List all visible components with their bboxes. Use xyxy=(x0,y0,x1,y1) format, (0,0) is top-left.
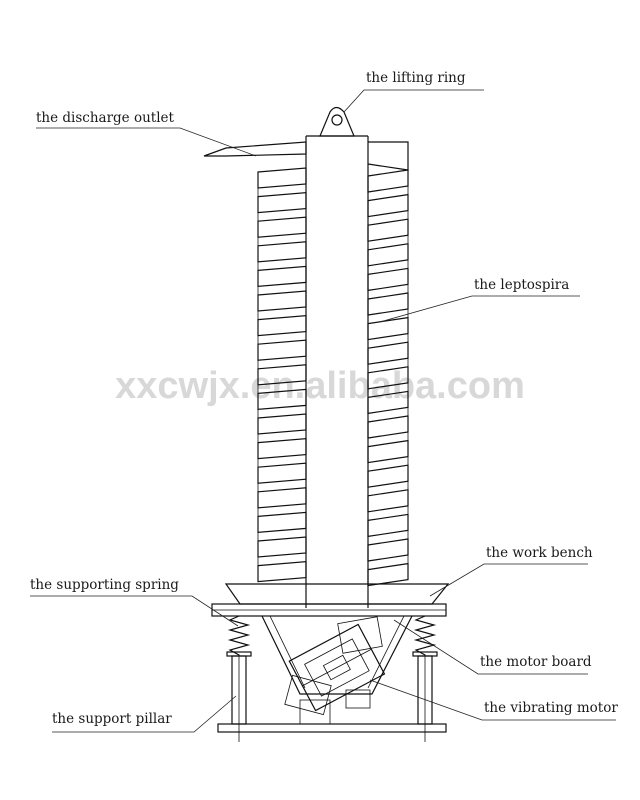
lifting-ring xyxy=(319,106,355,137)
spiral-left-band xyxy=(257,388,307,411)
spiral-left-band xyxy=(257,314,307,337)
spiral-left-band xyxy=(257,536,307,558)
label-support-pillar: the support pillar xyxy=(52,695,237,733)
spiral-left-band xyxy=(257,462,307,484)
spiral-left-band xyxy=(257,290,307,312)
spiral-left-band xyxy=(257,364,307,386)
spiral-left-band xyxy=(257,167,307,189)
label-motor-board-text: the motor board xyxy=(480,654,592,670)
spiral-right-band xyxy=(367,464,409,488)
spiral-right-band xyxy=(367,562,409,587)
spiral-left-band xyxy=(257,413,307,435)
label-supporting-spring: the supporting spring xyxy=(30,577,239,627)
watermark-text: xxcwjx.en.alibaba.com xyxy=(115,365,525,407)
motor-board-frame xyxy=(261,615,413,695)
spiral-left-band xyxy=(257,339,307,361)
label-motor-board: the motor board xyxy=(393,619,592,675)
spiral-right-band xyxy=(367,218,409,242)
spiral-right-band xyxy=(367,513,409,538)
spiral-left-band xyxy=(257,511,307,534)
label-supporting-spring-text: the supporting spring xyxy=(30,577,179,593)
spiral-left-band xyxy=(257,437,307,460)
spiral-right-band xyxy=(367,267,409,292)
spiral-left-band xyxy=(257,191,307,214)
label-leptospira: the leptospira xyxy=(379,277,580,323)
base-frame xyxy=(217,723,447,733)
label-leptospira-text: the leptospira xyxy=(474,277,569,293)
spiral-left-band xyxy=(257,265,307,288)
spiral-left-band xyxy=(257,241,307,263)
spiral-right-band xyxy=(367,193,409,218)
spiral-right-band xyxy=(367,341,409,365)
spiral-right-band xyxy=(367,292,409,316)
spiral-left-band xyxy=(257,216,307,238)
label-discharge-outlet: the discharge outlet xyxy=(36,110,257,157)
spiral-right-band xyxy=(367,415,409,439)
spring-coil xyxy=(227,615,251,656)
vibrating-motor xyxy=(284,616,386,725)
label-discharge-outlet-text: the discharge outlet xyxy=(36,110,175,126)
spiral-right-band xyxy=(367,439,409,464)
spiral-right-band xyxy=(367,169,409,193)
spiral-left-band xyxy=(257,560,307,583)
label-work-bench: the work bench xyxy=(429,545,593,597)
spiral-right-band xyxy=(367,538,409,562)
spiral-right-band xyxy=(367,243,409,267)
discharge-outlet xyxy=(203,141,409,171)
support-pillar xyxy=(231,655,433,742)
label-lifting-ring: the lifting ring xyxy=(343,70,484,113)
spiral-left-band xyxy=(257,487,307,509)
label-vibrating-motor-text: the vibrating motor xyxy=(484,700,618,716)
label-work-bench-text: the work bench xyxy=(486,545,593,561)
label-support-pillar-text: the support pillar xyxy=(52,711,172,727)
work-bench xyxy=(211,583,450,617)
label-lifting-ring-text: the lifting ring xyxy=(366,70,466,86)
label-vibrating-motor: the vibrating motor xyxy=(369,679,618,721)
spiral-leptospira xyxy=(257,167,409,587)
spiral-right-band xyxy=(367,489,409,513)
spiral-right-band xyxy=(367,316,409,341)
